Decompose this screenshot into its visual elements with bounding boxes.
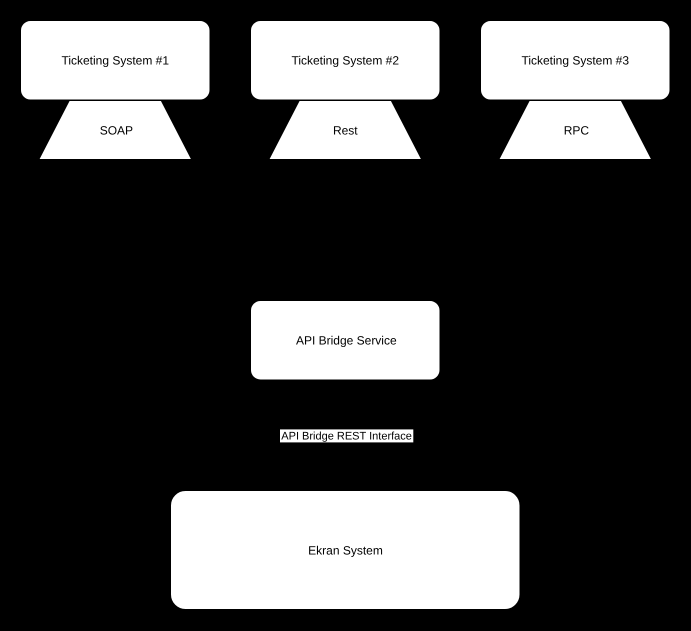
svg-text:Ticketing System #2: Ticketing System #2 <box>291 54 399 68</box>
svg-text:Ticketing System #1: Ticketing System #1 <box>61 54 169 68</box>
svg-text:API Bridge Service: API Bridge Service <box>296 334 397 348</box>
svg-text:SOAP: SOAP <box>100 124 133 138</box>
svg-text:Ekran System: Ekran System <box>308 543 383 557</box>
svg-text:Ticketing System #3: Ticketing System #3 <box>521 54 629 68</box>
svg-text:Rest: Rest <box>333 124 358 138</box>
svg-text:API Bridge REST Interface: API Bridge REST Interface <box>281 431 412 443</box>
svg-text:RPC: RPC <box>564 124 590 138</box>
